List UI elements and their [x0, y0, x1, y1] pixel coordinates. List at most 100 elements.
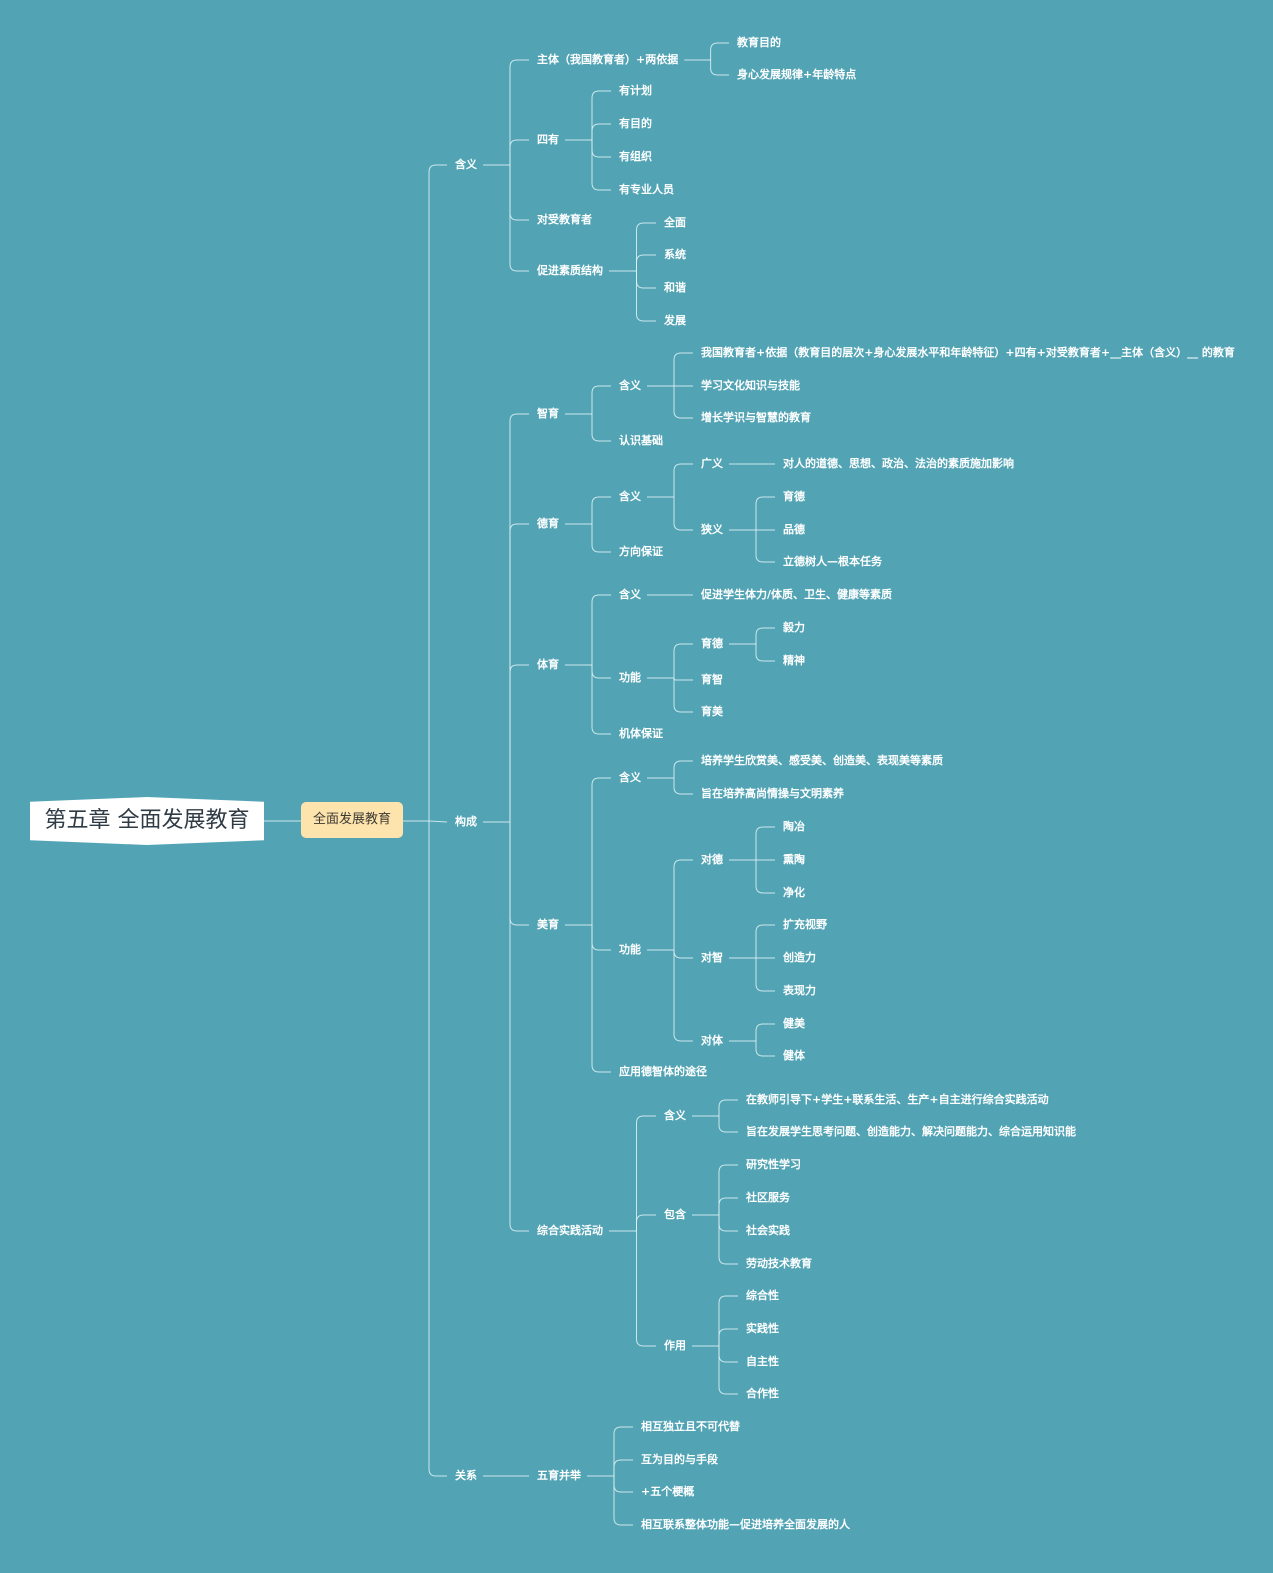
topic-my_hy2[interactable]: 旨在培养高尚情操与文明素养 — [701, 787, 844, 800]
topic-hx[interactable]: 和谐 — [664, 281, 686, 294]
topic-fz[interactable]: 发展 — [664, 314, 686, 327]
topic-zhuti[interactable]: 主体（我国教育者）+两依据 — [537, 53, 679, 66]
topic-ymd[interactable]: 有目的 — [619, 117, 652, 130]
branch-line — [673, 643, 693, 678]
topic-zy_hy[interactable]: 含义 — [619, 379, 641, 392]
branch-line — [673, 386, 693, 419]
topic-zuoyong[interactable]: 作用 — [664, 1339, 686, 1352]
topic-cjsz[interactable]: 促进素质结构 — [537, 264, 603, 277]
topic-wy2[interactable]: 互为目的与手段 — [641, 1453, 718, 1466]
topic-rsjc[interactable]: 认识基础 — [619, 434, 663, 447]
topic-duide[interactable]: 对德 — [701, 853, 723, 866]
topic-dy_hy[interactable]: 含义 — [619, 490, 641, 503]
topic-jymd[interactable]: 教育目的 — [737, 36, 781, 49]
topic-ty_yd[interactable]: 育德 — [701, 637, 723, 650]
topic-xy1[interactable]: 育德 — [783, 490, 805, 503]
topic-jh[interactable]: 净化 — [783, 886, 805, 899]
topic-deyu[interactable]: 德育 — [537, 517, 559, 530]
topic-xy2[interactable]: 品德 — [783, 523, 805, 536]
topic-xt[interactable]: 系统 — [664, 248, 686, 261]
topic-zy_hy3[interactable]: 增长学识与智慧的教育 — [701, 411, 811, 424]
branch-line — [636, 1115, 656, 1231]
branch-line — [428, 164, 447, 821]
topic-ty_hy[interactable]: 含义 — [619, 588, 641, 601]
topic-my_gn[interactable]: 功能 — [619, 943, 641, 956]
topic-zh_hy[interactable]: 含义 — [664, 1109, 686, 1122]
topic-guanxi[interactable]: 关系 — [455, 1469, 477, 1482]
topic-ty_hy1[interactable]: 促进学生体力/体质、卫生、健康等素质 — [701, 588, 893, 601]
topic-my_hy1[interactable]: 培养学生欣赏美、感受美、创造美、表现美等素质 — [701, 754, 943, 767]
topic-zh_hy2[interactable]: 旨在发展学生思考问题、创造能力、解决问题能力、综合运用知识能 — [746, 1125, 1076, 1138]
topic-wy3[interactable]: +五个梗概 — [641, 1485, 695, 1498]
topic-zhx[interactable]: 综合性 — [746, 1289, 779, 1302]
branch-line — [613, 1459, 633, 1476]
topic-sjx[interactable]: 实践性 — [746, 1322, 779, 1335]
topic-xt2[interactable]: 熏陶 — [783, 853, 805, 866]
topic-ty[interactable]: 陶冶 — [783, 820, 805, 833]
root-topic[interactable]: 第五章 全面发展教育 — [30, 797, 264, 845]
topic-my_hy[interactable]: 含义 — [619, 771, 641, 784]
topic-yl[interactable]: 毅力 — [783, 621, 805, 634]
topic-hzx[interactable]: 合作性 — [746, 1387, 779, 1400]
topic-sxfz[interactable]: 身心发展规律+年龄特点 — [737, 68, 857, 81]
topic-yzy[interactable]: 有专业人员 — [619, 183, 674, 196]
topic-guangyi[interactable]: 广义 — [701, 457, 723, 470]
branch-line — [636, 271, 656, 322]
branch-line — [509, 664, 529, 822]
topic-czl[interactable]: 创造力 — [783, 951, 816, 964]
branch-line — [509, 59, 529, 165]
topic-kcsy[interactable]: 扩充视野 — [783, 918, 827, 931]
central-topic[interactable]: 全面发展教育 — [301, 802, 403, 838]
topic-dsjyz[interactable]: 对受教育者 — [537, 213, 592, 226]
topic-zy_hy1[interactable]: 我国教育者+依据（教育目的层次+身心发展水平和年龄特征）+四有+对受教育者+__… — [701, 346, 1235, 359]
branch-line — [509, 165, 529, 221]
branch-line — [509, 822, 529, 1232]
topic-tiyu[interactable]: 体育 — [537, 658, 559, 671]
topic-jtbz[interactable]: 机体保证 — [619, 727, 663, 740]
branch-line — [591, 925, 611, 1073]
topic-xiayi[interactable]: 狭义 — [701, 523, 723, 536]
branch-line — [591, 777, 611, 925]
topic-baohan[interactable]: 包含 — [664, 1208, 686, 1221]
topic-yjxxx[interactable]: 研究性学习 — [746, 1158, 801, 1171]
topic-xy3[interactable]: 立德树人—根本任务 — [783, 555, 882, 568]
branch-line — [673, 677, 693, 681]
branch-line — [613, 1476, 633, 1526]
topic-wybj[interactable]: 五育并举 — [537, 1469, 581, 1482]
topic-yydzt[interactable]: 应用德智体的途径 — [619, 1065, 707, 1078]
topic-js[interactable]: 精神 — [783, 654, 805, 667]
branch-line — [755, 530, 775, 563]
topic-goucheng[interactable]: 构成 — [455, 815, 477, 828]
topic-fxbz[interactable]: 方向保证 — [619, 545, 663, 558]
branch-line — [718, 1099, 738, 1116]
branch-line — [636, 1214, 656, 1231]
topic-jm[interactable]: 健美 — [783, 1017, 805, 1030]
topic-hanyi[interactable]: 含义 — [455, 158, 477, 171]
topic-shsj[interactable]: 社会实践 — [746, 1224, 790, 1237]
topic-duizhi[interactable]: 对智 — [701, 951, 723, 964]
topic-duiti[interactable]: 对体 — [701, 1034, 723, 1047]
topic-siyou[interactable]: 四有 — [537, 133, 559, 146]
topic-zh_hy1[interactable]: 在教师引导下+学生+联系生活、生产+自主进行综合实践活动 — [746, 1093, 1049, 1106]
topic-ty_yz[interactable]: 育智 — [701, 673, 723, 686]
topic-ldjs[interactable]: 劳动技术教育 — [746, 1257, 812, 1270]
topic-sqfw[interactable]: 社区服务 — [746, 1191, 790, 1204]
topic-zzx[interactable]: 自主性 — [746, 1355, 779, 1368]
topic-yzz[interactable]: 有组织 — [619, 150, 652, 163]
topic-zhsj[interactable]: 综合实践活动 — [537, 1224, 603, 1237]
topic-wy4[interactable]: 相互联系整体功能—促进培养全面发展的人 — [641, 1518, 850, 1531]
topic-bxl[interactable]: 表现力 — [783, 984, 816, 997]
topic-yjh[interactable]: 有计划 — [619, 84, 652, 97]
topic-zhiyu[interactable]: 智育 — [537, 407, 559, 420]
topic-gy1[interactable]: 对人的道德、思想、政治、法治的素质施加影响 — [783, 457, 1014, 470]
topic-wy1[interactable]: 相互独立且不可代替 — [641, 1420, 740, 1433]
topic-qm[interactable]: 全面 — [664, 216, 686, 229]
branch-line — [710, 60, 729, 76]
branch-line — [755, 1023, 775, 1041]
topic-ty_ym[interactable]: 育美 — [701, 705, 723, 718]
topic-jt[interactable]: 健体 — [783, 1049, 805, 1062]
branch-line — [636, 271, 656, 289]
topic-ty_gn[interactable]: 功能 — [619, 671, 641, 684]
topic-zy_hy2[interactable]: 学习文化知识与技能 — [701, 379, 800, 392]
topic-meiyu[interactable]: 美育 — [537, 918, 559, 931]
